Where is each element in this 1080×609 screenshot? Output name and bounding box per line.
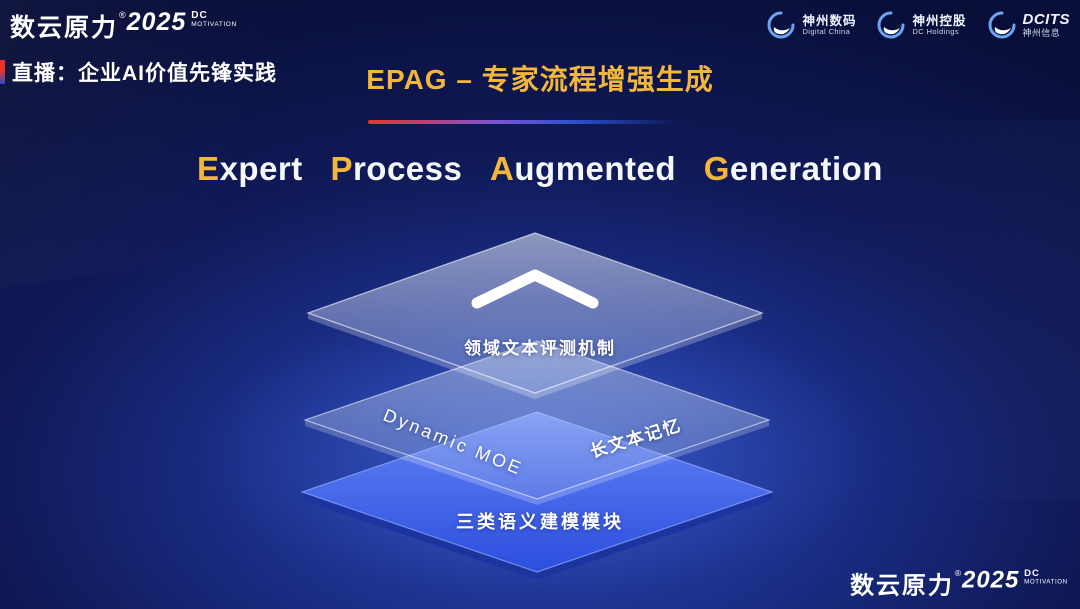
brand-name: 数云原力	[10, 14, 119, 42]
brand-registered-mark: ®	[119, 10, 126, 20]
partner-text: 神州控股 DC Holdings	[912, 14, 966, 37]
partner-name-en: Digital China	[802, 26, 851, 36]
subtitle-word: Expert	[197, 150, 303, 187]
layer-middle	[303, 340, 771, 505]
subtitle-word-rest: xpert	[219, 150, 303, 187]
partner-name-cn: 神州信息	[1022, 28, 1061, 39]
subtitle-word: Process	[330, 150, 462, 187]
title-divider	[368, 120, 676, 124]
layer-stack-diagram	[300, 232, 774, 580]
brand-logo: 数云原力 ® 2025 DC MOTIVATION	[10, 8, 237, 44]
brand-motivation: MOTIVATION	[191, 20, 237, 28]
layer-bottom-label: 三类语义建模模块	[456, 512, 624, 532]
partner-name-cn: 神州数码	[802, 13, 857, 28]
layer-top-label: 领域文本评测机制	[464, 339, 616, 358]
brand-motivation: MOTIVATION	[1024, 578, 1068, 586]
brand-dc: DC	[191, 10, 208, 21]
subtitle-word-initial: A	[490, 150, 515, 187]
chevron-up-icon	[471, 269, 599, 309]
partner-text: DCITS 神州信息	[1023, 11, 1071, 39]
subtitle-word-rest: ugmented	[514, 150, 677, 187]
partner-name-cn: 神州控股	[912, 13, 967, 28]
brand-year: 2025	[962, 566, 1020, 594]
brand-year: 2025	[126, 8, 187, 36]
subtitle-word-initial: P	[330, 150, 353, 187]
brand-subtext: DC MOTIVATION	[191, 10, 237, 28]
partner-logo-dcits: DCITS 神州信息	[987, 10, 1071, 40]
subtitle-word: Augmented	[490, 150, 676, 187]
live-badge: 直播：企业AI价值先锋实践	[0, 57, 277, 87]
dc-swoosh-icon	[878, 11, 905, 39]
subtitle-word-initial: G	[703, 150, 730, 187]
subtitle-word-initial: E	[197, 150, 220, 187]
brand-name: 数云原力	[850, 572, 954, 600]
dc-swoosh-icon	[988, 11, 1015, 39]
partner-logo-dc-holdings: 神州控股 DC Holdings	[876, 10, 966, 40]
footer-brand-logo: 数云原力 ® 2025 DC MOTIVATION	[850, 566, 1068, 601]
live-badge-label: 直播：企业AI价值先锋实践	[12, 62, 277, 85]
partner-name-en: DCITS	[1022, 11, 1070, 29]
subtitle-word-rest: eneration	[729, 150, 883, 187]
partner-name-en: DC Holdings	[912, 26, 959, 36]
live-badge-bar	[0, 60, 5, 84]
partner-logos: 神州数码 Digital China 神州控股 DC Holdings DCIT…	[766, 10, 1070, 40]
layer-top	[306, 232, 764, 399]
subtitle-word-rest: rocess	[352, 150, 463, 187]
brand-dc: DC	[1024, 568, 1041, 579]
page-title: EPAG – 专家流程增强生成	[366, 64, 714, 95]
partner-logo-digital-china: 神州数码 Digital China	[766, 10, 856, 40]
dc-swoosh-icon	[768, 11, 795, 39]
subtitle: Expert Process Augmented Generation	[0, 150, 1080, 188]
brand-registered-mark: ®	[954, 568, 962, 578]
brand-subtext: DC MOTIVATION	[1024, 569, 1068, 586]
partner-text: 神州数码 Digital China	[802, 14, 856, 37]
subtitle-word: Generation	[704, 150, 883, 187]
